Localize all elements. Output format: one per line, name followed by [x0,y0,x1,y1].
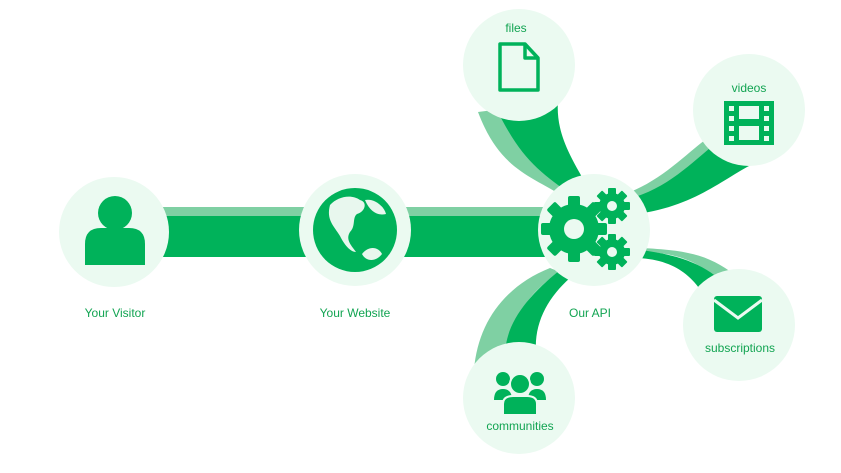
videos-label: videos [731,81,767,95]
communities-label: communities [486,419,554,433]
subscriptions-label: subscriptions [704,341,776,355]
website-label: Your Website [319,306,391,320]
group-icon [494,372,546,416]
gears-icon [541,188,630,270]
visitor-label: Your Visitor [84,306,146,320]
files-node[interactable] [463,9,575,121]
film-icon [724,101,774,145]
envelope-icon [713,296,763,332]
files-label: files [505,21,527,35]
globe-icon [313,188,397,272]
file-icon [498,42,540,92]
api-label: Our API [568,306,612,320]
connector-files [478,100,590,198]
user-icon [85,196,145,265]
